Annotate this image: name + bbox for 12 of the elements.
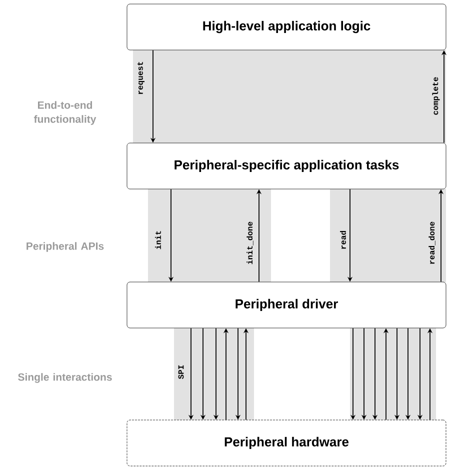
layer-box: Peripheral-specific application tasks xyxy=(126,142,446,190)
layer-label: Peripheral APIs xyxy=(26,242,104,252)
layer-box: Peripheral hardware xyxy=(126,420,446,466)
edge-label: request xyxy=(136,60,146,96)
edge-label: init xyxy=(154,229,162,251)
edge-label: read xyxy=(339,229,347,251)
layer-box: Peripheral driver xyxy=(126,282,446,328)
layer-box: High-level application logic xyxy=(126,4,446,50)
layer-label: Single interactions xyxy=(18,373,112,383)
layer-label: End-to-end functionality xyxy=(34,101,96,125)
edge-label: read_done xyxy=(428,220,436,266)
edge-label: init_done xyxy=(246,220,254,266)
